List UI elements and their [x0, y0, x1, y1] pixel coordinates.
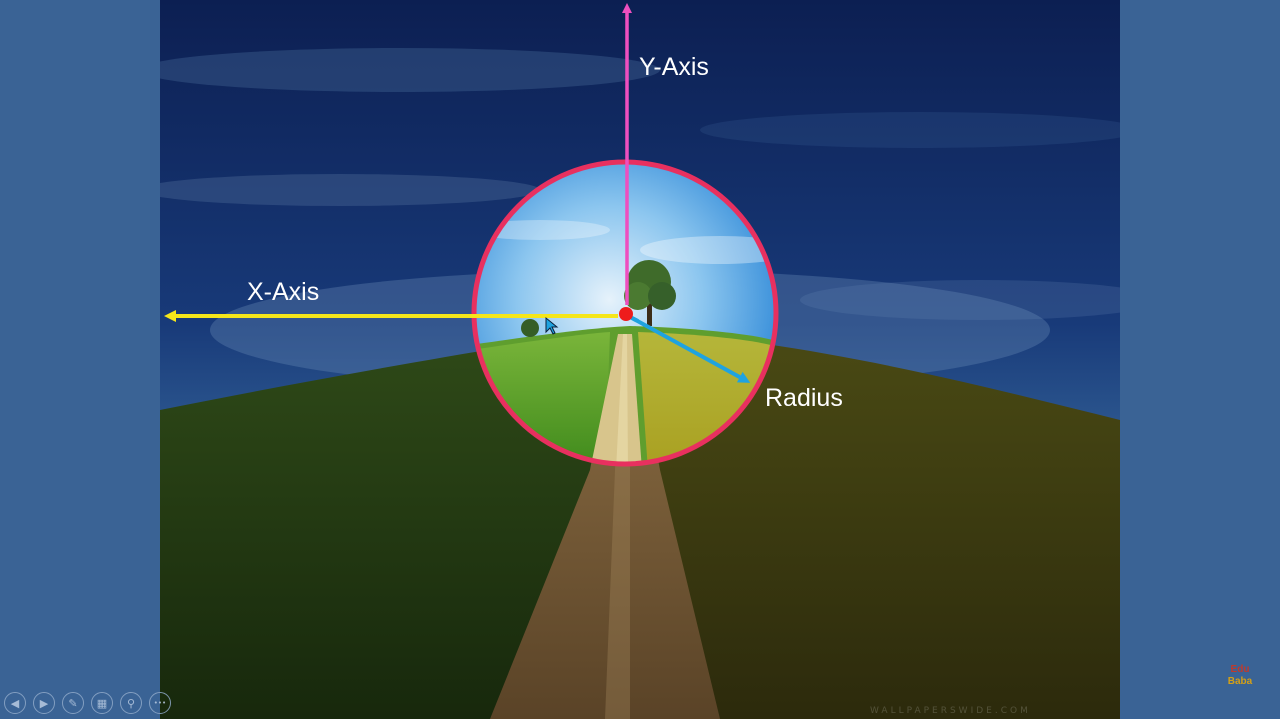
cloud-streak	[800, 280, 1120, 320]
x-axis-label: X-Axis	[247, 278, 319, 306]
chevron-left-icon: ◀	[10, 696, 20, 710]
pen-button[interactable]: ✎	[62, 692, 84, 714]
field-right	[630, 330, 1120, 719]
center-point	[619, 307, 633, 321]
slides-overview-button[interactable]: ▦	[91, 692, 113, 714]
slide: Y-Axis X-Axis Radius	[160, 0, 1120, 719]
magnifier-icon: ⚲	[126, 696, 136, 710]
previous-slide-button[interactable]: ◀	[4, 692, 26, 714]
brand-line-2: Baba	[1227, 676, 1253, 687]
brand-line-1: Edu	[1230, 664, 1250, 675]
field-left	[160, 330, 615, 719]
pen-icon: ✎	[68, 696, 78, 710]
ellipsis-icon: •••	[153, 699, 167, 707]
y-axis-label: Y-Axis	[639, 53, 709, 81]
mouse-cursor-icon	[545, 316, 559, 335]
chevron-right-icon: ▶	[39, 696, 49, 710]
cloud-streak	[160, 48, 660, 92]
slides-icon: ▦	[96, 696, 108, 710]
circle-outline	[471, 159, 779, 467]
brand-logo: Edu Baba	[1218, 664, 1262, 688]
slideshow-toolbar: ◀ ▶ ✎ ▦ ⚲ •••	[4, 692, 171, 716]
cloud-streak	[160, 174, 540, 206]
watermark: WALLPAPERSWIDE.COM	[870, 706, 1031, 716]
more-options-button[interactable]: •••	[149, 692, 171, 714]
next-slide-button[interactable]: ▶	[33, 692, 55, 714]
dirt-path	[490, 330, 720, 719]
zoom-button[interactable]: ⚲	[120, 692, 142, 714]
slide-canvas: Y-Axis X-Axis Radius	[160, 0, 1120, 719]
cloud-streak	[700, 112, 1120, 148]
radius-label: Radius	[765, 384, 843, 412]
radius-arrow	[631, 316, 751, 383]
